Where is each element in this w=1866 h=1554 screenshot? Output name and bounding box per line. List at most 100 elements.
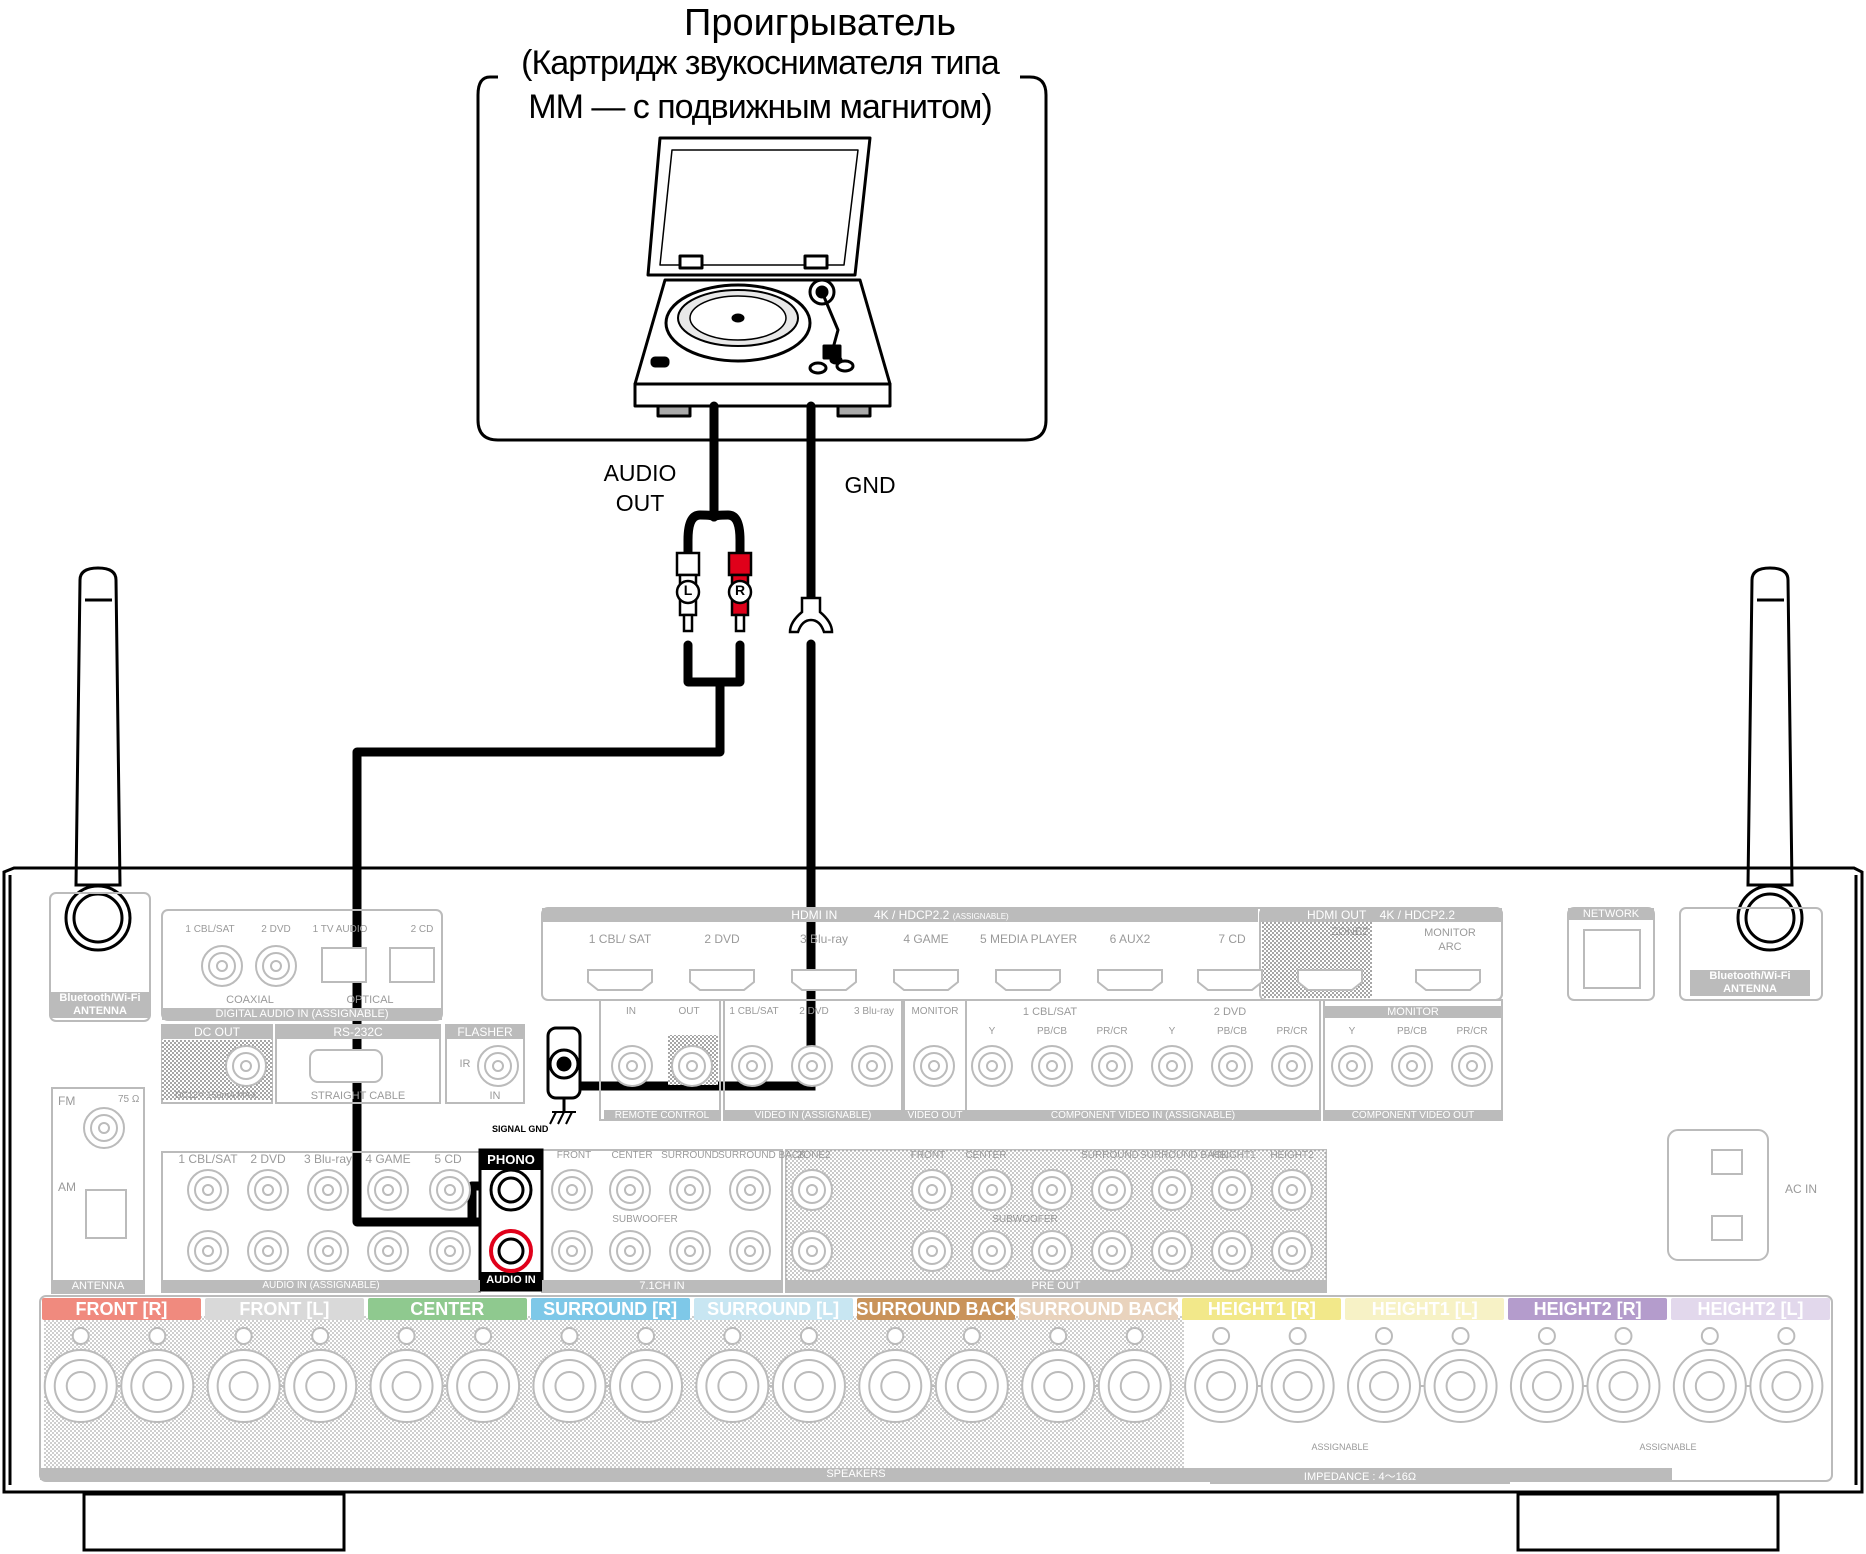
pre-out-jack bbox=[1211, 1169, 1253, 1211]
speaker-binding-post bbox=[1097, 1327, 1172, 1423]
hdmi-port bbox=[1415, 969, 1481, 991]
speaker-binding-post bbox=[43, 1327, 118, 1423]
port-label: PB/CB bbox=[1396, 1026, 1427, 1037]
pre-out-jack bbox=[971, 1169, 1013, 1211]
ch71-jack bbox=[551, 1230, 593, 1272]
gnd-spade-lug bbox=[788, 596, 834, 634]
pre-out-jack bbox=[1151, 1169, 1193, 1211]
hdmi-ports bbox=[587, 969, 1481, 991]
speaker-terminals bbox=[43, 1327, 1824, 1423]
hdmi-port bbox=[1197, 969, 1263, 991]
port-label: 4 GAME bbox=[365, 1152, 411, 1166]
signal-gnd-label: SIGNAL GND bbox=[492, 1124, 549, 1134]
port-label: PB/CB bbox=[1036, 1026, 1067, 1037]
port-label: FRONT bbox=[910, 1150, 946, 1161]
port-label: 6 AUX2 bbox=[1109, 932, 1151, 946]
am-label: AM bbox=[58, 1180, 76, 1194]
monitor-video-jack bbox=[913, 1045, 955, 1087]
optical-jack bbox=[389, 947, 435, 983]
speaker-binding-post bbox=[283, 1327, 358, 1423]
speaker-group-label: FRONT [L] bbox=[204, 1298, 364, 1320]
component-out-jack bbox=[1331, 1045, 1373, 1087]
remote-out-label: OUT bbox=[678, 1006, 700, 1017]
video-in-label: VIDEO IN (ASSIGNABLE) bbox=[724, 1110, 902, 1121]
remote-in-jack bbox=[611, 1045, 653, 1087]
component-in-jack bbox=[971, 1045, 1013, 1087]
speaker-binding-post bbox=[1509, 1327, 1584, 1423]
pre-out-jack bbox=[791, 1169, 833, 1211]
audio-in-jack-l bbox=[367, 1169, 409, 1211]
speaker-binding-post bbox=[858, 1327, 933, 1423]
turntable-icon bbox=[633, 136, 892, 418]
port-label: SURROUND bbox=[661, 1150, 719, 1161]
port-label: 3 Blu-ray bbox=[799, 932, 849, 946]
ch71-jack bbox=[551, 1169, 593, 1211]
rs232c-port bbox=[309, 1049, 383, 1083]
ch71-jack bbox=[609, 1230, 651, 1272]
remote-in-label: IN bbox=[626, 1006, 636, 1017]
speaker-group-label: CENTER bbox=[367, 1298, 527, 1320]
port-label: PB/CB bbox=[1216, 1026, 1247, 1037]
jacks bbox=[83, 929, 1743, 1272]
audio-in-jack-l bbox=[247, 1169, 289, 1211]
monitor-video-label: MONITOR bbox=[911, 1006, 959, 1017]
video-in-jack bbox=[791, 1045, 833, 1087]
ch71-jack bbox=[729, 1230, 771, 1272]
component-video-out-label: COMPONENT VIDEO OUT bbox=[1324, 1110, 1502, 1121]
port-label: 7 CD bbox=[1218, 932, 1246, 946]
port-label: SURROUND BACK bbox=[718, 1150, 806, 1161]
speaker-binding-post bbox=[1184, 1327, 1259, 1423]
speaker-binding-post bbox=[206, 1327, 281, 1423]
dc-out-label: DC OUT bbox=[162, 1025, 272, 1039]
flasher-jack bbox=[477, 1045, 519, 1087]
straight-cable-label: STRAIGHT CABLE bbox=[310, 1090, 406, 1102]
component-in-jack bbox=[1091, 1045, 1133, 1087]
dc-out-jack bbox=[225, 1045, 267, 1087]
comp2-label: 2 DVD bbox=[1213, 1006, 1247, 1018]
remote-out-jack bbox=[671, 1045, 713, 1087]
audio-out-label-line1: AUDIO bbox=[603, 460, 677, 486]
port-label: 1 CBL/ SAT bbox=[588, 932, 652, 946]
pre-out-jack bbox=[1031, 1230, 1073, 1272]
speaker-group-label: HEIGHT2 [L] bbox=[1671, 1298, 1830, 1320]
zone2-hdmi-label: ZONE2 bbox=[1331, 926, 1369, 938]
subwoofer-label-pre: SUBWOOFER bbox=[992, 1214, 1058, 1225]
coaxial-jack bbox=[255, 945, 297, 987]
ch71-in-label: 7.1CH IN bbox=[542, 1280, 782, 1292]
component-out-jack bbox=[1451, 1045, 1493, 1087]
audio-out-label-line2: OUT bbox=[615, 490, 665, 516]
speaker-binding-post bbox=[934, 1327, 1009, 1423]
audio-cable bbox=[352, 401, 745, 1227]
plug-r-label: R bbox=[734, 582, 746, 598]
port-label: ZONE2 bbox=[797, 1150, 831, 1161]
fm-ohm-label: 75 Ω bbox=[118, 1094, 140, 1105]
port-label: FRONT bbox=[556, 1150, 592, 1161]
speaker-group-label: SURROUND BACK [R] bbox=[856, 1298, 1048, 1320]
audio-in-jack-r bbox=[187, 1230, 229, 1272]
port-label: CENTER bbox=[611, 1150, 653, 1161]
pre-out-jack bbox=[1091, 1230, 1133, 1272]
pre-out-jack bbox=[1271, 1230, 1313, 1272]
component-in-jack bbox=[1151, 1045, 1193, 1087]
audio-in-jack-r bbox=[367, 1230, 409, 1272]
ac-in-socket bbox=[1711, 1215, 1743, 1241]
device-title: Проигрыватель bbox=[684, 2, 956, 44]
speaker-group-label: SURROUND [L] bbox=[693, 1298, 853, 1320]
hdmi-port bbox=[689, 969, 755, 991]
hdmi-port bbox=[995, 969, 1061, 991]
audio-in-jack-r bbox=[307, 1230, 349, 1272]
speaker-binding-post bbox=[1672, 1327, 1747, 1423]
audio-in-jack-r bbox=[247, 1230, 289, 1272]
video-in-jack bbox=[851, 1045, 893, 1087]
port-label: 3 Blu-ray bbox=[303, 1152, 353, 1166]
port-label: 2 DVD bbox=[704, 932, 740, 946]
port-label: 1 CBL/SAT bbox=[178, 1152, 238, 1166]
video-in-jack bbox=[731, 1045, 773, 1087]
video-out-label: VIDEO OUT bbox=[904, 1110, 966, 1121]
antenna-label: ANTENNA bbox=[52, 1280, 144, 1292]
dc-out-spec: DC12V 150mA MAX. bbox=[174, 1090, 260, 1100]
pre-out-jack bbox=[911, 1169, 953, 1211]
speaker-binding-post bbox=[1749, 1327, 1824, 1423]
